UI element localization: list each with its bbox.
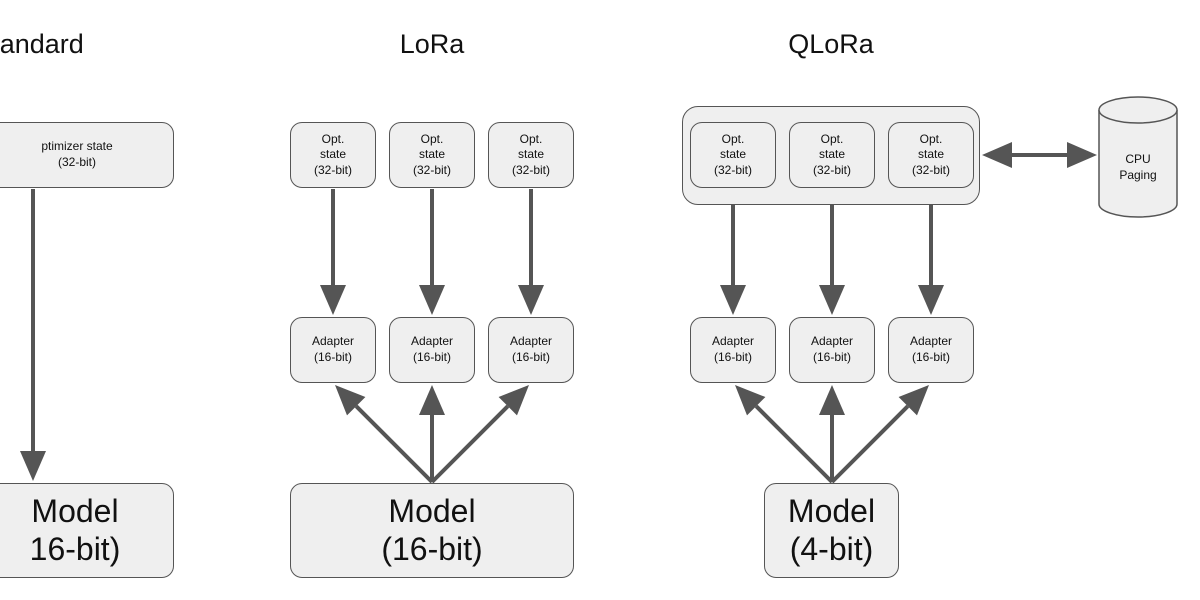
lora-opt-state-box-3: Opt. state (32-bit) xyxy=(488,122,574,188)
adapter-bits: (16-bit) xyxy=(812,350,851,364)
qlora-adapter-box-1: Adapter (16-bit) xyxy=(690,317,776,383)
qlora-model-to-adapter-arrow-2 xyxy=(819,385,845,482)
lora-adapter-box-3: Adapter (16-bit) xyxy=(488,317,574,383)
lora-opt-to-adapter-arrow-3 xyxy=(518,189,544,315)
qlora-model-to-adapter-arrow-1 xyxy=(735,385,834,484)
lora-opt-to-adapter-arrow-1 xyxy=(320,189,346,315)
adapter-label: Adapter xyxy=(509,334,553,349)
opt-bits: (32-bit) xyxy=(313,162,352,177)
opt-state-label: state xyxy=(917,147,944,162)
paging-label: Paging xyxy=(1119,167,1157,182)
standard-model-label: Model xyxy=(31,492,119,529)
opt-bits: (32-bit) xyxy=(812,162,851,177)
lora-model-bits: (16-bit) xyxy=(381,530,483,567)
adapter-bits: (16-bit) xyxy=(313,350,352,364)
opt-state-label: state xyxy=(719,147,746,162)
adapter-label: Adapter xyxy=(311,334,355,349)
qlora-opt-state-box-1: Opt. state (32-bit) xyxy=(690,122,776,188)
qlora-adapter-box-2: Adapter (16-bit) xyxy=(789,317,875,383)
standard-optimizer-to-model-arrow xyxy=(20,189,46,481)
qlora-model-label: Model xyxy=(787,492,876,529)
standard-optimizer-bits: (32-bit) xyxy=(57,155,96,169)
adapter-label: Adapter xyxy=(909,334,953,349)
qlora-opt-to-adapter-arrow-1 xyxy=(720,189,746,315)
opt-state-label: state xyxy=(319,147,346,162)
opt-state-label: state xyxy=(517,147,544,162)
cpu-paging-label: CPU Paging xyxy=(1119,152,1156,183)
lora-adapter-box-2: Adapter (16-bit) xyxy=(389,317,475,383)
opt-label: Opt. xyxy=(721,131,745,146)
qlora-opt-to-adapter-arrow-2 xyxy=(819,189,845,315)
lora-model-to-adapter-arrow-2 xyxy=(419,385,445,482)
opt-bits: (32-bit) xyxy=(511,162,550,177)
qlora-model-bits: (4-bit) xyxy=(789,530,874,567)
standard-model-box: Model 16-bit) xyxy=(0,483,174,578)
lora-opt-state-box-1: Opt. state (32-bit) xyxy=(290,122,376,188)
qlora-adapter-box-3: Adapter (16-bit) xyxy=(888,317,974,383)
opt-state-label: state xyxy=(818,147,845,162)
adapter-bits: (16-bit) xyxy=(511,350,550,364)
title-lora: LoRa xyxy=(399,29,465,59)
opt-bits: (32-bit) xyxy=(412,162,451,177)
standard-optimizer-label: ptimizer state xyxy=(41,139,113,154)
lora-opt-state-box-2: Opt. state (32-bit) xyxy=(389,122,475,188)
opt-label: Opt. xyxy=(919,131,943,146)
lora-model-to-adapter-arrow-3 xyxy=(430,385,529,484)
qlora-opt-state-box-3: Opt. state (32-bit) xyxy=(888,122,974,188)
adapter-bits: (16-bit) xyxy=(713,350,752,364)
opt-label: Opt. xyxy=(519,131,543,146)
lora-model-box: Model (16-bit) xyxy=(290,483,574,578)
opt-label: Opt. xyxy=(420,131,444,146)
adapter-label: Adapter xyxy=(810,334,854,349)
opt-bits: (32-bit) xyxy=(713,162,752,177)
lora-adapter-box-1: Adapter (16-bit) xyxy=(290,317,376,383)
opt-bits: (32-bit) xyxy=(911,162,950,177)
qlora-cpu-paging-double-arrow xyxy=(982,142,1097,168)
qlora-model-to-adapter-arrow-3 xyxy=(830,385,929,484)
qlora-opt-state-box-2: Opt. state (32-bit) xyxy=(789,122,875,188)
lora-opt-to-adapter-arrow-2 xyxy=(419,189,445,315)
cpu-label: CPU xyxy=(1125,152,1151,166)
title-qlora: QLoRa xyxy=(788,29,874,59)
opt-state-label: state xyxy=(418,147,445,162)
lora-model-label: Model xyxy=(388,492,476,529)
adapter-bits: (16-bit) xyxy=(412,350,451,364)
adapter-label: Adapter xyxy=(410,334,454,349)
qlora-opt-to-adapter-arrow-3 xyxy=(918,189,944,315)
title-standard: tandard xyxy=(0,29,84,59)
standard-model-bits: 16-bit) xyxy=(29,530,121,567)
adapter-bits: (16-bit) xyxy=(911,350,950,364)
cpu-paging-cylinder xyxy=(1098,96,1178,218)
opt-label: Opt. xyxy=(321,131,345,146)
qlora-model-box: Model (4-bit) xyxy=(764,483,899,578)
adapter-label: Adapter xyxy=(711,334,755,349)
lora-model-to-adapter-arrow-1 xyxy=(335,385,434,484)
opt-label: Opt. xyxy=(820,131,844,146)
standard-optimizer-state-box: ptimizer state (32-bit) xyxy=(0,122,174,188)
